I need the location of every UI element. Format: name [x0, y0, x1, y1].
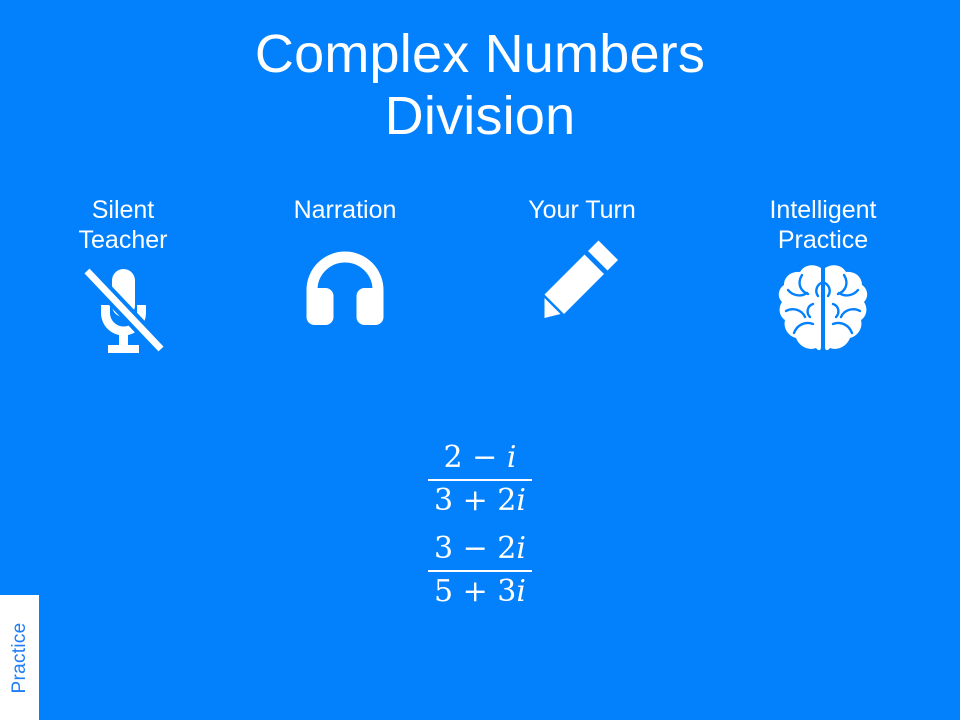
fraction-2: 3 − 2i 5 + 3i — [428, 531, 532, 610]
practice-tab-label: Practice — [8, 621, 30, 694]
section-label-silent-teacher: Silent Teacher — [78, 196, 168, 254]
section-intelligent-practice: Intelligent Practice — [718, 196, 928, 360]
fraction-2-numerator: 3 − 2i — [434, 531, 526, 567]
section-label-intelligent-practice: Intelligent Practice — [769, 196, 877, 254]
practice-tab[interactable]: Practice — [0, 595, 39, 720]
microphone-muted-icon — [18, 265, 228, 362]
section-row: Silent Teacher — [0, 196, 960, 376]
fraction-1-denominator: 3 + 2i — [428, 478, 532, 520]
section-your-turn: Your Turn — [477, 196, 687, 327]
page-title: Complex Numbers Division — [0, 24, 960, 147]
pencil-icon — [477, 238, 687, 327]
fraction-row-2: 3 − 2i 5 + 3i — [0, 531, 960, 620]
brain-icon — [718, 263, 928, 360]
fraction-1-numerator: 2 − i — [443, 440, 517, 475]
fraction-1: 2 − i 3 + 2i — [428, 440, 532, 519]
section-label-narration: Narration — [293, 196, 397, 224]
fraction-row-1: 2 − i 3 + 2i — [0, 440, 960, 529]
title-line-2: Division — [384, 85, 576, 146]
fraction-2-denominator: 5 + 3i — [428, 569, 532, 611]
section-narration: Narration — [240, 196, 450, 331]
headphones-icon — [240, 250, 450, 331]
title-line-1: Complex Numbers — [254, 24, 706, 84]
section-label-your-turn: Your Turn — [528, 196, 636, 224]
math-expressions: 2 − i 3 + 2i 3 − 2i 5 + 3i — [0, 440, 960, 620]
section-silent-teacher: Silent Teacher — [18, 196, 228, 362]
